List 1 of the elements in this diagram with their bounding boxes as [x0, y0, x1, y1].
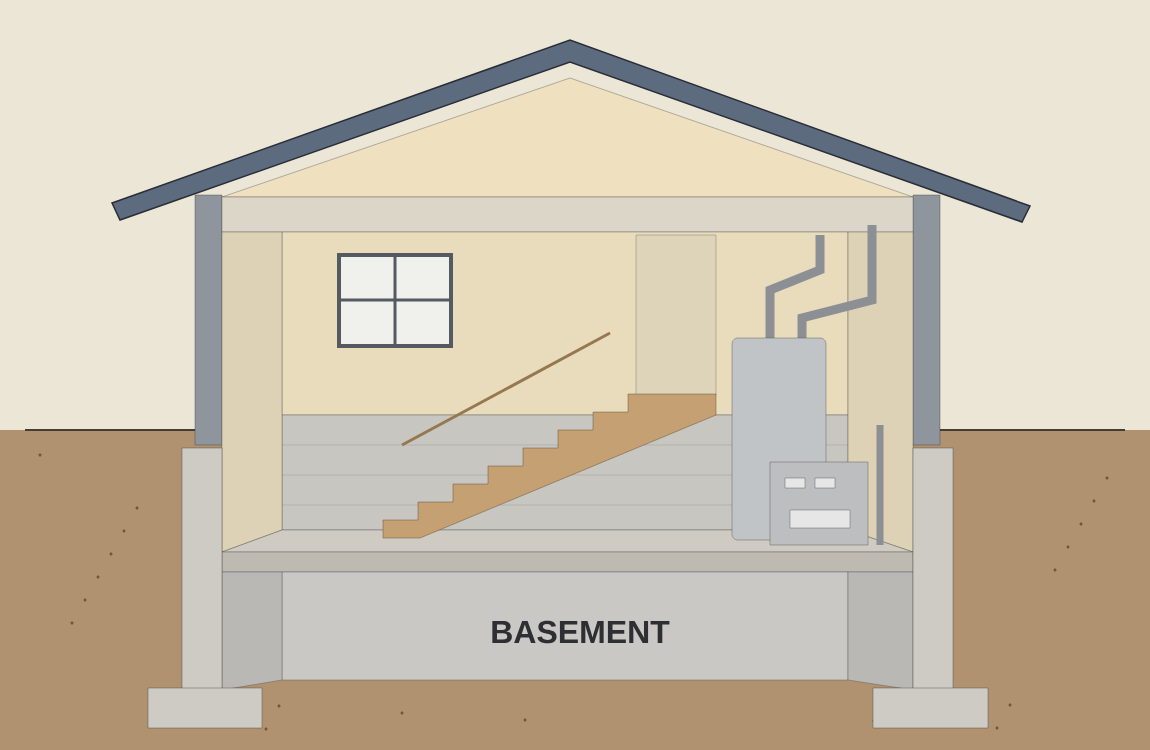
room-label: BASEMENT — [492, 620, 670, 644]
